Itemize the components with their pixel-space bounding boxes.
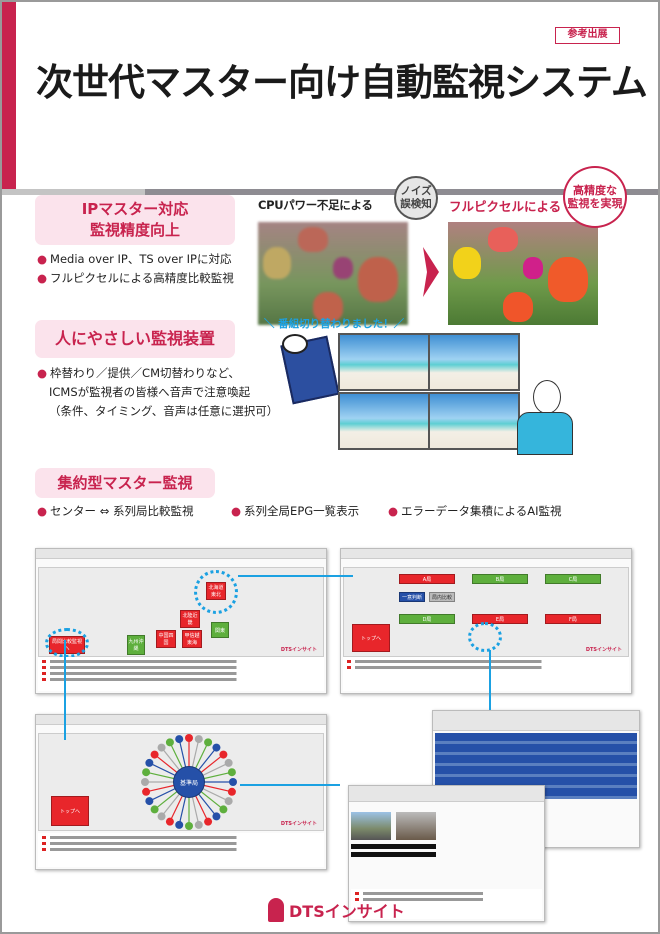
station-node [219,750,228,759]
arrow-right-icon [423,247,439,297]
video-preview-1 [351,812,391,840]
station-node [165,738,174,747]
operator-illustration [515,380,575,455]
monitor-4 [428,392,520,450]
station-node [185,734,193,742]
station-node [141,778,149,786]
header-divider [2,189,658,195]
bullet-item: ●Media over IP、TS over IPに対応 [37,252,232,266]
station-node [185,822,193,830]
logo-text: DTSインサイト [289,902,405,921]
bullet-item: ●フルピクセルによる高精度比較監視 [37,271,234,285]
station-node [212,812,221,821]
detail-screen [348,785,545,922]
monitor-1 [338,333,430,391]
flow-arrow [489,650,491,710]
station-node [227,787,236,796]
station-judge-button[interactable]: 一意判断 [399,592,425,602]
section3-bullet-3: ●エラーデータ集積によるAI監視 [388,504,562,518]
video-preview-2 [396,812,436,840]
station-e[interactable]: E局 [472,614,528,624]
station-node [157,743,166,752]
station-d[interactable]: D局 [399,614,455,624]
station-b[interactable]: B局 [472,574,528,584]
flow-arrow [240,784,340,786]
noise-bubble: ノイズ誤検知 [394,176,438,220]
station-node [142,787,151,796]
before-caption: CPUパワー不足による [258,198,373,212]
map-screen: 北海道東北 北陸近畿 中国四国 甲信越東海 関東 九州沖縄 局間比較監視へ DT… [35,548,327,694]
monitor-3 [338,392,430,450]
station-node [157,812,166,821]
station-node [224,797,233,806]
station-node [145,758,154,767]
clear-tulip-image [448,222,598,325]
header-accent-bar [2,2,16,190]
highlight-ring [45,628,89,658]
section1-bullets: ●Media over IP、TS over IPに対応 ●フルピクセルによる高… [37,250,234,288]
accuracy-bubble: 高精度な監視を実現 [563,166,627,228]
region-chugoku-shikoku[interactable]: 中国四国 [156,630,176,648]
bullet-item: ●枠替わり／提供／CM切替わりなど、 [37,366,240,380]
top-button[interactable]: トップへ [51,796,89,826]
dts-insight-logo: DTSインサイト [268,898,405,922]
bullet-item: ICMSが監視者の皆様へ音声で注意喚起 [49,385,251,399]
monitor-2 [428,333,520,391]
highlight-ring [468,622,502,652]
section2-heading: 人にやさしい監視装置 [35,320,235,358]
noisy-tulip-image [258,222,408,325]
station-node [194,820,203,829]
flow-arrow [238,575,353,577]
station-screen: A局 B局 C局 一意判断 局内比較 D局 E局 F局 トップへ DTSインサイ… [340,548,632,694]
logo-mark-icon [268,898,284,922]
section1-heading: IPマスター対応 監視精度向上 [35,195,235,245]
page-title: 次世代マスター向け自動監視システム [36,61,648,104]
station-node [219,805,228,814]
station-node [165,817,174,826]
flow-arrow [64,640,66,740]
station-node [224,758,233,767]
screen-logo: DTSインサイト [280,821,317,827]
hub-station[interactable]: 基準局 [173,766,205,798]
station-node [204,738,213,747]
station-node [175,735,184,744]
section3-bullet-2: ●系列全局EPG一覧表示 [231,504,360,518]
region-kyushu-okinawa[interactable]: 九州沖縄 [127,635,145,655]
section1-heading-line2: 監視精度向上 [89,221,180,239]
station-node [150,805,159,814]
hub-screen: 基準局 トップへ DTSインサイト [35,714,327,870]
station-c[interactable]: C局 [545,574,601,584]
exhibit-badge: 参考出展 [555,27,620,44]
region-kanto[interactable]: 関東 [211,622,229,638]
bullet-item: （条件、タイミング、音声は任意に選択可） [49,404,279,418]
station-a[interactable]: A局 [399,574,455,584]
station-f[interactable]: F局 [545,614,601,624]
highlight-ring [194,570,238,614]
region-koshinetsu-tokai[interactable]: 甲信越東海 [182,630,202,648]
screen-logo: DTSインサイト [585,647,622,653]
station-node [204,817,213,826]
screen-logo: DTSインサイト [280,647,317,653]
station-node [150,750,159,759]
station-node [229,778,237,786]
after-caption: フルピクセルによる [449,199,562,214]
section2-bullets: ●枠替わり／提供／CM切替わりなど、 ICMSが監視者の皆様へ音声で注意喚起 （… [37,364,278,421]
region-hokuriku-kinki[interactable]: 北陸近畿 [180,610,200,628]
station-compare-button[interactable]: 局内比較 [429,592,455,602]
section1-heading-line1: IPマスター対応 [81,200,189,218]
station-node [145,797,154,806]
station-node [194,735,203,744]
mascot-eyes [282,334,308,354]
section3-bullet-1: ●センター ⇔ 系列局比較監視 [37,504,194,518]
station-node [142,768,151,777]
program-switch-speech: ＼ 番組切り替わりました！／ [264,318,405,330]
station-node [175,820,184,829]
station-node [227,768,236,777]
section3-heading: 集約型マスター監視 [35,468,215,498]
station-node [212,743,221,752]
top-button[interactable]: トップへ [352,624,390,652]
